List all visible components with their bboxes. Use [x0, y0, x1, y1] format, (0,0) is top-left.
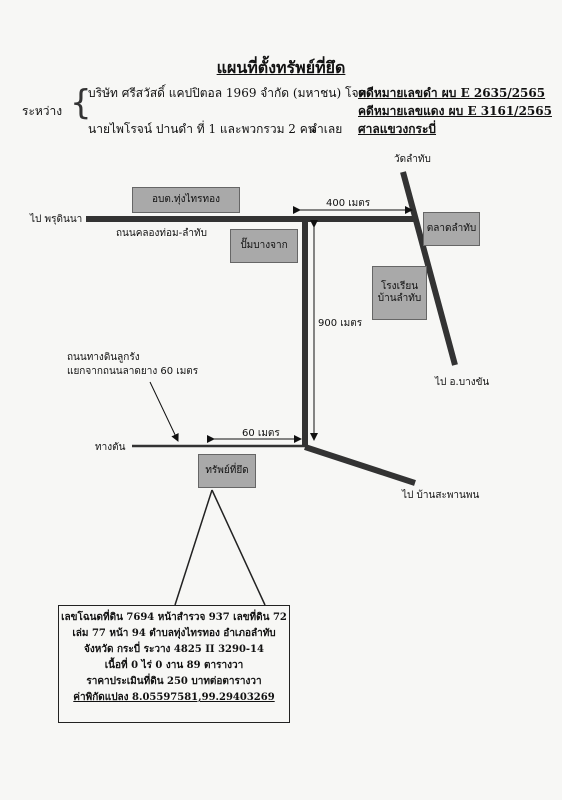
- callout-left: [174, 489, 213, 606]
- school-label-line1: โรงเรียน: [380, 281, 419, 292]
- info-line-price: ราคาประเมินที่ดิน 250 บาทต่อตารางวา: [86, 676, 262, 687]
- label-to-phru-din-na: ไป พรุดินนา: [30, 214, 83, 225]
- red-case-number: คดีหมายเลขแดง ผบ E 3161/2565: [358, 104, 552, 118]
- page-title: แผนที่ตั้งทรัพย์ที่ยึด: [216, 58, 346, 77]
- property-info-box: เลขโฉนดที่ดิน 7694 หน้าสำรวจ 937 เลขที่ด…: [58, 605, 290, 723]
- defendant-role: จำเลย: [310, 122, 343, 136]
- place-obt: อบต.ทุ่งไทรทอง: [132, 187, 240, 213]
- info-line-deed: เลขโฉนดที่ดิน 7694 หน้าสำรวจ 937 เลขที่ด…: [61, 612, 287, 623]
- label-distance-900: 900 เมตร: [318, 318, 363, 329]
- road-to-saphan-phon: [304, 444, 416, 486]
- place-gas-station: ปั๊มบางจาก: [230, 229, 298, 263]
- info-line-area: เนื้อที่ 0 ไร่ 0 งาน 89 ตารางวา: [104, 660, 244, 671]
- diagonal-road: [400, 171, 458, 366]
- label-dirt-road-line2: แยกจากถนนลาดยาง 60 เมตร: [67, 366, 199, 377]
- info-line-province: จังหวัด กระบี่ ระวาง 4825 II 3290-14: [84, 644, 264, 655]
- callout-right: [211, 489, 266, 606]
- property-callout: [174, 489, 266, 606]
- distance-markers: [149, 206, 413, 443]
- school-label-line2: บ้านลำทับ: [377, 293, 422, 304]
- black-case-number: คดีหมายเลขดำ ผบ E 2635/2565: [358, 86, 546, 100]
- info-line-book: เล่ม 77 หน้า 94 ตำบลทุ่งไทรทอง อำเภอลำทั…: [72, 628, 276, 639]
- label-to-saphan-phon: ไป บ้านสะพานพน: [402, 490, 480, 501]
- label-wat-lamthap: วัดลำทับ: [394, 154, 431, 165]
- brace-symbol: {: [70, 83, 92, 123]
- court-name: ศาลแขวงกระบี่: [358, 122, 437, 136]
- place-market: ตลาดลำทับ: [423, 212, 480, 246]
- label-to-bang-khan: ไป อ.บางขัน: [435, 377, 490, 388]
- label-road-name: ถนนคลองท่อม-ลำทับ: [116, 228, 207, 239]
- label-dirt-road-line1: ถนนทางดินลูกรัง: [67, 352, 140, 363]
- label-distance-400: 400 เมตร: [326, 198, 371, 209]
- defendant-text: นายไพโรจน์ ปานดำ ที่ 1 และพวกรวม 2 คน: [88, 122, 316, 136]
- info-line-coordinates: ค่าพิกัดแปลง 8.05597581,99.29403269: [73, 692, 275, 703]
- plaintiff-text: บริษัท ศรีสวัสดิ์ แคปปิตอล 1969 จำกัด (ม…: [88, 86, 374, 100]
- place-property: ทรัพย์ที่ยึด: [198, 454, 256, 488]
- label-distance-60: 60 เมตร: [242, 428, 280, 439]
- between-label: ระหว่าง: [22, 104, 63, 118]
- dirt-road-pointer: [149, 381, 179, 442]
- label-dead-end: ทางตัน: [95, 442, 126, 453]
- place-school: โรงเรียน บ้านลำทับ: [372, 266, 427, 320]
- road-network: [86, 171, 458, 486]
